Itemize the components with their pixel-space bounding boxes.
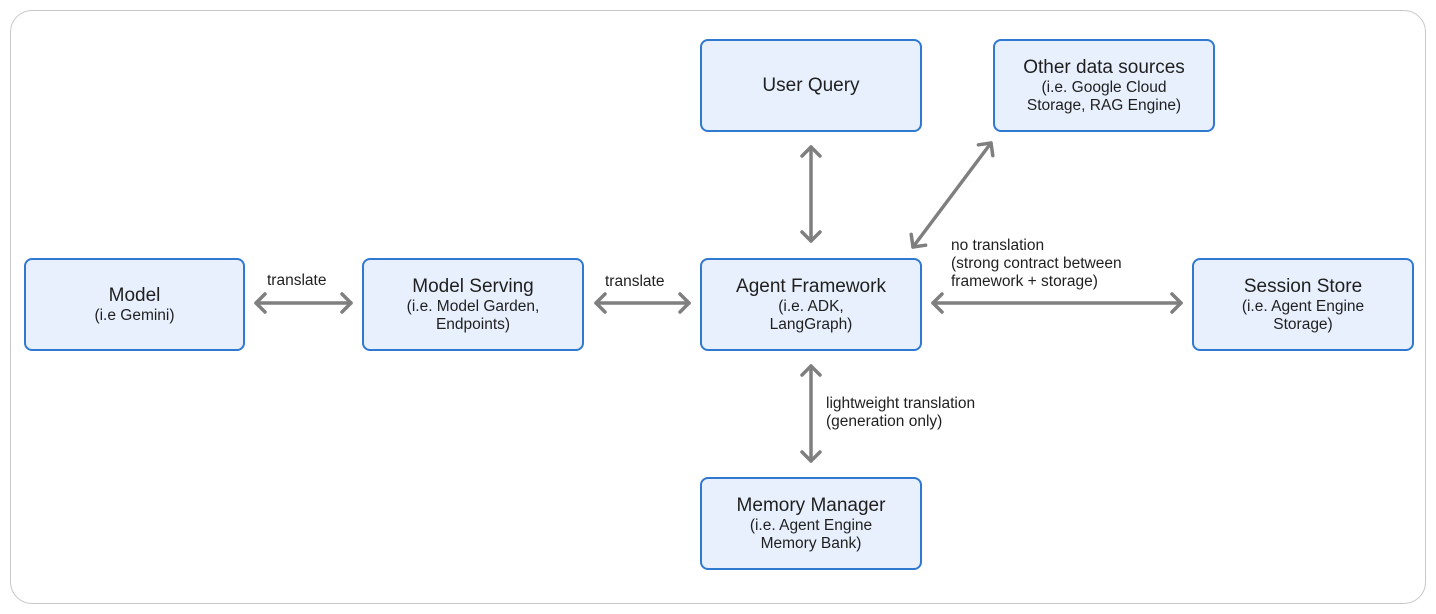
node-memory-manager-title: Memory Manager [736,495,886,516]
node-other-data-sources: Other data sources (i.e. Google Cloud St… [993,39,1215,132]
edge-label-framework-memory: lightweight translation (generation only… [826,395,976,430]
edge-label-serving-framework: translate [605,273,665,290]
edge-label-framework-session: no translation (strong contract between … [951,237,1122,290]
node-other-data-sources-sub: (i.e. Google Cloud Storage, RAG Engine) [1026,79,1182,114]
arrow-userquery-framework [800,145,822,243]
arrow-serving-framework-head-start [594,292,607,314]
arrow-model-serving-head-start [254,292,267,314]
node-user-query: User Query [700,39,922,132]
node-memory-manager-sub: (i.e. Agent Engine Memory Bank) [749,517,873,552]
arrow-framework-otherdata-head-start [909,232,928,249]
node-session-store: Session Store (i.e. Agent Engine Storage… [1192,258,1414,351]
arrow-model-serving [254,292,353,314]
edge-label-model-serving: translate [267,272,327,289]
arrow-framework-session-head-start [931,292,944,314]
node-user-query-title: User Query [762,75,860,96]
node-model: Model (i.e Gemini) [24,258,245,351]
arrow-framework-otherdata [909,141,995,249]
arrow-userquery-framework-head-start [800,145,822,158]
arrow-framework-memory-head-start [800,364,822,377]
arrow-framework-session-head-end [1170,292,1183,314]
arrow-framework-otherdata-shaft [911,141,993,249]
node-other-data-sources-title: Other data sources [1023,57,1185,78]
arrow-framework-otherdata-head-end [976,141,995,158]
node-agent-framework-title: Agent Framework [736,276,886,297]
arrow-serving-framework [594,292,691,314]
arrow-framework-session [931,292,1183,314]
node-model-serving-title: Model Serving [412,276,534,297]
node-model-title: Model [108,285,161,306]
node-session-store-title: Session Store [1243,276,1363,297]
node-agent-framework: Agent Framework (i.e. ADK, LangGraph) [700,258,922,351]
arrow-model-serving-head-end [340,292,353,314]
arrow-framework-memory-head-end [800,450,822,463]
node-agent-framework-sub: (i.e. ADK, LangGraph) [769,298,853,333]
node-model-serving-sub: (i.e. Model Garden, Endpoints) [406,298,540,333]
arrow-serving-framework-head-end [678,292,691,314]
node-memory-manager: Memory Manager (i.e. Agent Engine Memory… [700,477,922,570]
arrow-userquery-framework-head-end [800,230,822,243]
node-model-serving: Model Serving (i.e. Model Garden, Endpoi… [362,258,584,351]
node-session-store-sub: (i.e. Agent Engine Storage) [1241,298,1365,333]
node-model-sub: (i.e Gemini) [94,307,175,324]
arrow-framework-memory [800,364,822,463]
